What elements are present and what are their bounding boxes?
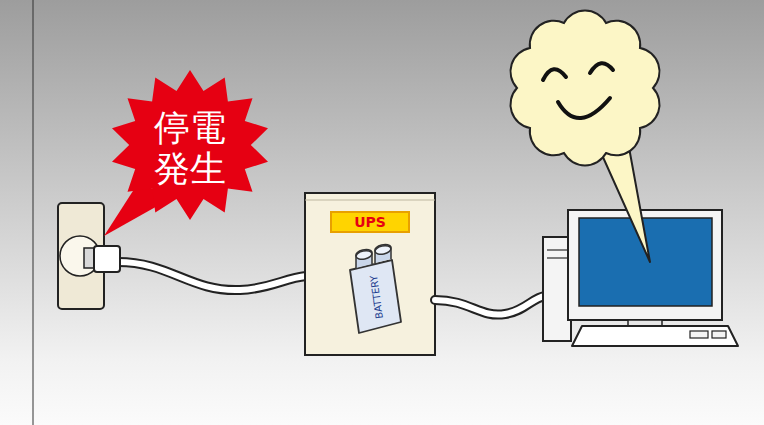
battery-terminal-cap xyxy=(374,244,391,255)
device-label: UPS xyxy=(330,211,410,233)
speech-cloud xyxy=(510,11,659,166)
power-cable xyxy=(118,262,306,290)
frame-line xyxy=(33,0,34,425)
callout-starburst: 停電 発生 xyxy=(110,70,270,220)
battery-terminal xyxy=(356,250,372,268)
battery-terminal-cap xyxy=(355,249,372,260)
keyboard-key xyxy=(690,331,708,338)
ups-box: UPS xyxy=(305,193,435,355)
callout-text: 停電 発生 xyxy=(152,107,228,190)
power-cable-outline xyxy=(118,262,306,290)
keyboard-key xyxy=(712,331,726,338)
power-cable xyxy=(435,296,545,315)
drive-slot xyxy=(547,249,567,251)
speech-tail-join xyxy=(602,146,626,150)
ups-housing xyxy=(305,193,435,355)
monitor-frame xyxy=(568,210,722,320)
drive-slot xyxy=(547,257,567,259)
battery-body xyxy=(350,260,401,333)
battery-terminal xyxy=(375,245,391,263)
power-cable-outline xyxy=(435,296,545,315)
pc-tower xyxy=(543,237,571,341)
smiley-mouth xyxy=(558,98,610,118)
ups-top-edge xyxy=(305,200,435,201)
keyboard xyxy=(572,326,738,346)
smiley-eye xyxy=(590,63,613,73)
monitor-screen xyxy=(579,218,712,306)
starburst-shape xyxy=(112,70,268,220)
smiley-eye xyxy=(543,69,566,80)
speech-tail xyxy=(598,142,650,262)
power-plug xyxy=(94,246,120,272)
